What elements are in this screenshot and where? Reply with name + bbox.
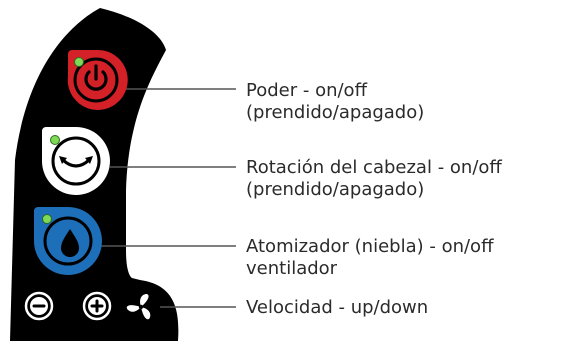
callout-mist-line1: Atomizador (niebla) - on/off (246, 236, 494, 257)
water-drop-icon (61, 229, 79, 257)
fan-icon (126, 294, 151, 320)
speed-down-button[interactable] (24, 291, 54, 321)
plus-icon (90, 299, 104, 313)
callout-rotation-line1: Rotación del cabezal - on/off (246, 157, 502, 178)
callout-speed-line1: Velocidad - up/down (246, 297, 429, 318)
speed-up-button[interactable] (82, 291, 112, 321)
callout-rotation: Rotación del cabezal - on/off (prendido/… (246, 157, 502, 201)
rotation-arrow-icon (59, 156, 93, 168)
callout-power-line2: (prendido/apagado) (246, 102, 425, 123)
mist-button[interactable] (33, 206, 102, 275)
rotation-button[interactable] (41, 126, 110, 195)
power-led (74, 57, 84, 67)
callout-power: Poder - on/off (prendido/apagado) (246, 80, 424, 124)
rotation-led (50, 135, 60, 145)
power-icon (84, 64, 108, 91)
callout-rotation-line2: (prendido/apagado) (246, 179, 425, 200)
power-button[interactable] (67, 49, 128, 110)
callout-mist: Atomizador (niebla) - on/off ventilador (246, 236, 493, 280)
callout-speed: Velocidad - up/down (246, 297, 428, 319)
callout-power-line1: Poder - on/off (246, 80, 367, 101)
callout-mist-line2: ventilador (246, 258, 338, 279)
mist-led (42, 214, 52, 224)
